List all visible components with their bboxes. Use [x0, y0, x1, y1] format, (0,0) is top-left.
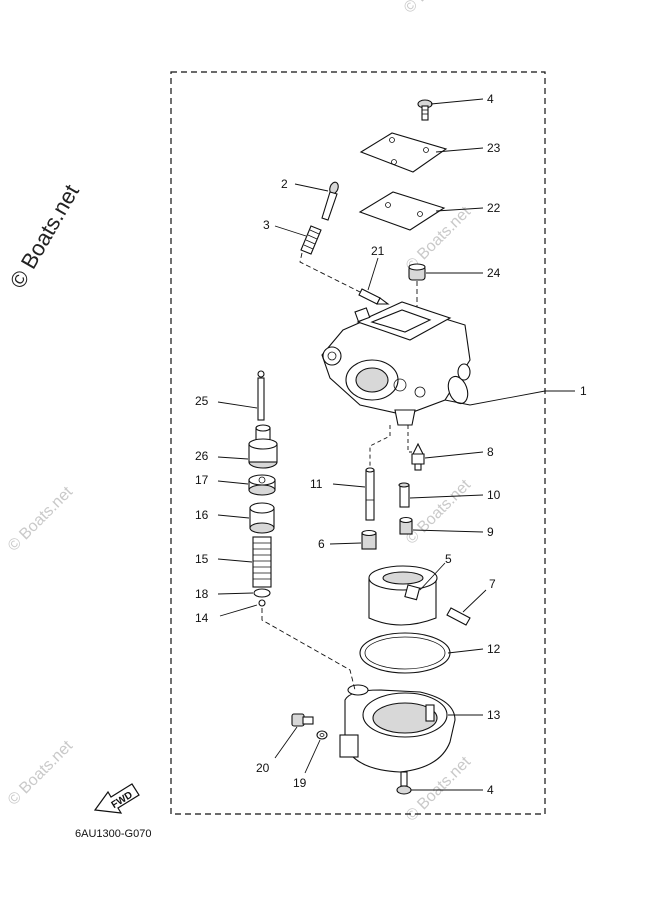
part-22-gasket: [358, 191, 446, 231]
leader-6: [329, 542, 362, 545]
callout-16: 16: [195, 508, 209, 522]
assembly-boundary: [170, 71, 546, 815]
leader-17: [217, 480, 249, 485]
part-3-spring: [300, 225, 322, 255]
callout-4-top: 4: [487, 92, 494, 106]
callout-7: 7: [489, 577, 496, 591]
part-2-screw: [321, 181, 339, 221]
callout-19: 19: [293, 776, 307, 790]
leader-20: [274, 726, 298, 759]
part-14-ball: [258, 599, 266, 607]
callout-11: 11: [310, 477, 323, 491]
part-24-cap: [408, 263, 426, 281]
part-25-plunger-rod: [257, 370, 265, 421]
diagram-code: 6AU1300-G070: [75, 828, 151, 840]
callout-4-bottom: 4: [487, 783, 494, 797]
callout-2: 2: [281, 177, 288, 191]
leader-8: [424, 451, 484, 459]
part-26-plunger-top: [248, 424, 278, 469]
callout-18: 18: [195, 587, 209, 601]
part-9-jet: [399, 516, 413, 535]
leader-2: [294, 183, 329, 192]
callout-15: 15: [195, 552, 209, 566]
leader-3: [274, 225, 307, 237]
leader-10: [409, 494, 484, 499]
leader-21: [367, 257, 379, 291]
part-18-washer: [253, 588, 271, 598]
leader-7: [462, 589, 487, 613]
watermark-bottom-left: © Boats.net: [5, 737, 77, 809]
callout-9: 9: [487, 525, 494, 539]
callout-6: 6: [318, 537, 325, 551]
part-4-screw-top: [417, 99, 433, 121]
body-leader-1: [444, 390, 546, 406]
callout-1: 1: [580, 384, 587, 398]
callout-26: 26: [195, 449, 209, 463]
callout-17: 17: [195, 473, 209, 487]
part-6-pilot-jet: [361, 529, 377, 550]
leader-18: [217, 592, 254, 595]
leader-12: [447, 648, 484, 654]
leader-11: [332, 483, 366, 488]
left-stack-axis: [261, 608, 356, 691]
callout-20: 20: [256, 761, 270, 775]
jet-axis-right: [407, 425, 412, 453]
part-5-float: [368, 565, 438, 626]
part-16-plunger: [249, 502, 275, 534]
callout-21: 21: [371, 244, 385, 258]
leader-25: [217, 401, 258, 409]
part-10-main-jet: [398, 482, 410, 508]
callout-13: 13: [487, 708, 501, 722]
watermark-top-right: © Boats.net: [401, 0, 473, 17]
leader-4-top: [430, 98, 484, 105]
part-19-washer: [316, 730, 328, 740]
callout-8: 8: [487, 445, 494, 459]
leader-15: [217, 558, 253, 563]
fwd-arrow: FWD: [93, 783, 140, 814]
watermark-mid-left: © Boats.net: [5, 483, 77, 555]
callout-22: 22: [487, 201, 501, 215]
callout-10: 10: [487, 488, 501, 502]
part-11-emulsion-tube: [365, 467, 375, 521]
part-17-seal: [248, 474, 276, 496]
leader-19: [304, 739, 321, 774]
part-23-cover: [359, 132, 448, 173]
boats-net-watermark: © Boats.net: [5, 180, 84, 292]
leader-14: [219, 604, 258, 617]
part-13-float-chamber: [339, 684, 456, 773]
part-15-spring: [252, 536, 272, 588]
jet-axis-left: [369, 425, 391, 468]
spring-axis-line: [299, 252, 361, 293]
leader-23: [435, 147, 484, 153]
callout-3: 3: [263, 218, 270, 232]
callout-24: 24: [487, 266, 501, 280]
leader-9: [412, 529, 484, 533]
part-8-needle-valve: [411, 442, 425, 471]
callout-25: 25: [195, 394, 209, 408]
part-7-float-pin: [446, 607, 471, 626]
callout-14: 14: [195, 611, 209, 625]
leader-16: [217, 514, 250, 519]
callout-5: 5: [445, 552, 452, 566]
part-4-screw-bottom: [396, 771, 412, 795]
carburetor-body: [321, 301, 471, 426]
watermark-center: © Boats.net: [403, 476, 475, 548]
part-20-drain-screw: [291, 713, 314, 727]
part-12-gasket-ring: [359, 632, 451, 674]
leader-26: [217, 456, 249, 460]
leader-5: [419, 562, 446, 591]
part-21-pilot-screw: [358, 288, 390, 305]
callout-23: 23: [487, 141, 501, 155]
callout-12: 12: [487, 642, 501, 656]
leader-22: [435, 207, 484, 212]
